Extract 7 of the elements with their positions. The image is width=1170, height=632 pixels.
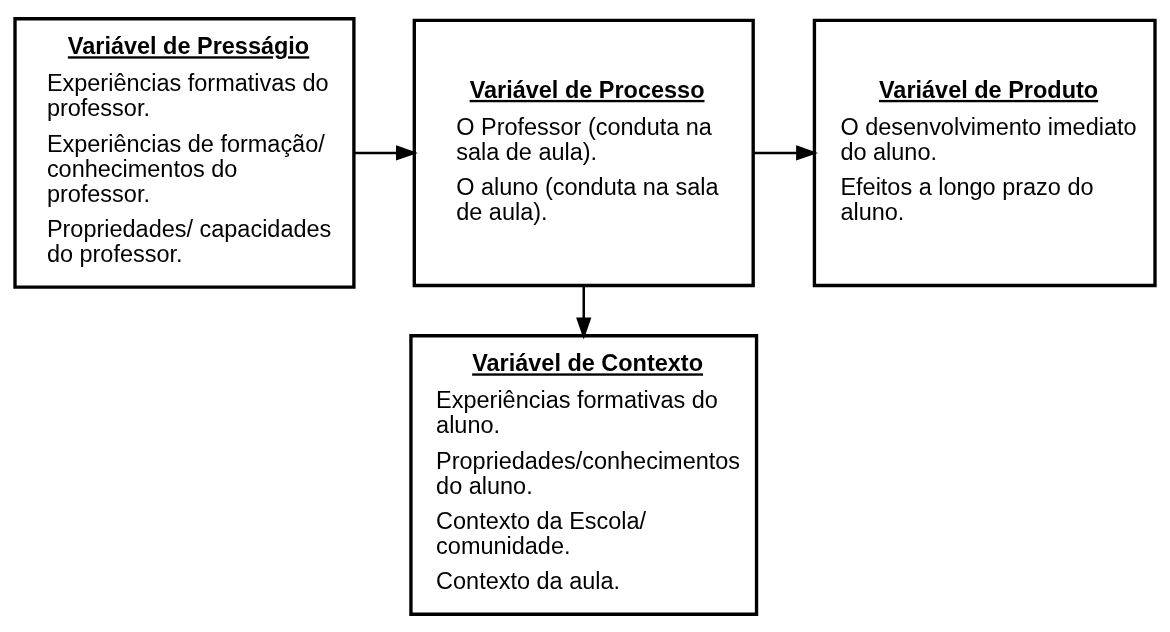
node-box: Variável de Processo O Professor (conduta na sala de aula). O aluno (conduta na sala de aula). xyxy=(412,18,755,287)
node-box: Variável de Contexto Experiências formativas do aluno. Propriedades/conhecimentos do aluno. Contexto da Escola/ comunidade. Contexto da aula. xyxy=(409,333,759,616)
node-box: Variável de Presságio Experiências formativas do professor. Experiências de formação/ conhecimentos do professor. Propriedades/ capacidades do professor. xyxy=(13,16,356,289)
arrow xyxy=(576,285,592,339)
arrow xyxy=(753,144,818,161)
node-box: Variável de Produto O desenvolvimento imediato do aluno. Efeitos a longo prazo do aluno. xyxy=(812,18,1157,287)
arrow xyxy=(354,144,418,161)
